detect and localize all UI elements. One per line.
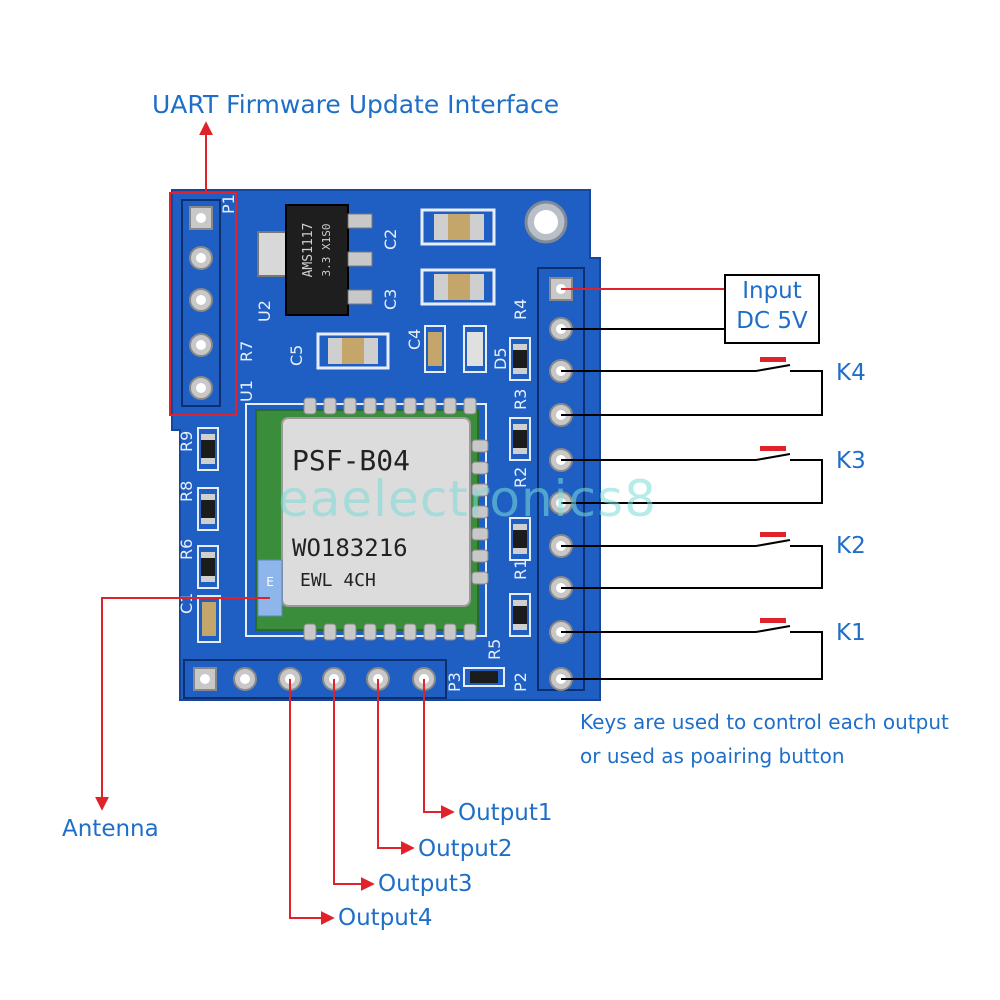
silk-p3: P3 bbox=[445, 672, 464, 692]
key-switch-wire bbox=[561, 618, 823, 680]
module-pad bbox=[303, 623, 317, 641]
resistor bbox=[509, 417, 531, 461]
module-pad bbox=[323, 623, 337, 641]
module-pad bbox=[463, 623, 477, 641]
module-pad bbox=[343, 623, 357, 641]
module-pad bbox=[423, 397, 437, 415]
silk-p2: P2 bbox=[511, 672, 530, 692]
antenna-arrow bbox=[95, 597, 270, 811]
resistor bbox=[197, 487, 219, 531]
input-voltage-label: DC 5V bbox=[736, 308, 808, 334]
resistor bbox=[509, 517, 531, 561]
module-pad bbox=[471, 505, 489, 519]
uart-highlight-box bbox=[169, 192, 237, 416]
output2-label: Output2 bbox=[418, 836, 513, 862]
silk-r8: R8 bbox=[177, 481, 196, 502]
resistor bbox=[509, 337, 531, 381]
module-pad bbox=[363, 397, 377, 415]
module-pad bbox=[471, 483, 489, 497]
key-k4-label: K4 bbox=[836, 360, 866, 386]
key-switch-icon bbox=[760, 446, 786, 451]
key-k3-label: K3 bbox=[836, 448, 866, 474]
silk-c4: C4 bbox=[405, 329, 424, 350]
module-pad bbox=[471, 571, 489, 585]
output4-label: Output4 bbox=[338, 905, 433, 931]
capacitor-c5 bbox=[316, 332, 390, 370]
uart-interface-label: UART Firmware Update Interface bbox=[152, 90, 560, 119]
module-pad bbox=[423, 623, 437, 641]
input-dc-box: Input DC 5V bbox=[724, 274, 820, 344]
key-switch-wire bbox=[561, 446, 823, 504]
silk-d5: D5 bbox=[491, 348, 510, 371]
silk-u2: U2 bbox=[255, 300, 274, 322]
key-switch-icon bbox=[760, 618, 786, 623]
resistor-r5 bbox=[463, 667, 505, 687]
capacitor-c2 bbox=[420, 208, 496, 246]
module-label-3: EWL 4CH bbox=[300, 570, 376, 591]
module-pad bbox=[443, 623, 457, 641]
wireless-module-u1: E PSF-B04 WO183216 EWL 4CH bbox=[245, 403, 487, 637]
silk-r1: R1 bbox=[511, 559, 530, 580]
silk-p1: P1 bbox=[219, 194, 238, 214]
silk-c1: C1 bbox=[177, 593, 196, 614]
key-switch-wire bbox=[561, 357, 823, 416]
module-pad bbox=[383, 397, 397, 415]
p1-header bbox=[181, 199, 221, 407]
module-pad bbox=[363, 623, 377, 641]
module-pad bbox=[323, 397, 337, 415]
module-pad bbox=[403, 623, 417, 641]
module-pad bbox=[303, 397, 317, 415]
module-pad bbox=[471, 439, 489, 453]
silk-r3: R3 bbox=[511, 389, 530, 410]
watermark: eaelectronics8 bbox=[278, 470, 657, 528]
regulator-label-1: AMS1117 bbox=[301, 223, 316, 278]
module-label-1: PSF-B04 bbox=[292, 444, 410, 477]
module-pad bbox=[383, 623, 397, 641]
p3-pin bbox=[233, 667, 257, 691]
regulator-label-2: 3.3 X1S0 bbox=[320, 224, 333, 277]
module-pad bbox=[471, 527, 489, 541]
keys-note-line-2: or used as poairing button bbox=[580, 744, 845, 768]
silk-r5: R5 bbox=[485, 639, 504, 660]
diode-d5 bbox=[463, 325, 487, 373]
silk-u1: U1 bbox=[237, 380, 256, 402]
module-label-2: WO183216 bbox=[292, 534, 408, 562]
silk-r6: R6 bbox=[177, 539, 196, 560]
silk-r9: R9 bbox=[177, 431, 196, 452]
silk-r2: R2 bbox=[511, 467, 530, 488]
resistor bbox=[509, 593, 531, 637]
capacitor-c3 bbox=[420, 268, 496, 306]
key-switch-icon bbox=[760, 357, 786, 362]
module-pad bbox=[471, 549, 489, 563]
silk-c2: C2 bbox=[381, 229, 400, 250]
key-switch-wire bbox=[561, 532, 823, 589]
module-pad bbox=[463, 397, 477, 415]
input-label: Input bbox=[742, 278, 802, 304]
silk-c5: C5 bbox=[287, 345, 306, 366]
p3-header bbox=[183, 659, 447, 699]
output1-label: Output1 bbox=[458, 800, 553, 826]
keys-note-line-1: Keys are used to control each output bbox=[580, 710, 949, 734]
capacitor-c4 bbox=[424, 325, 446, 373]
key-switch-icon bbox=[760, 532, 786, 537]
module-pad bbox=[471, 461, 489, 475]
key-k2-label: K2 bbox=[836, 533, 866, 559]
output3-label: Output3 bbox=[378, 871, 473, 897]
antenna-label: Antenna bbox=[62, 816, 159, 842]
module-pad bbox=[403, 397, 417, 415]
capacitor-c1 bbox=[197, 595, 221, 643]
silk-c3: C3 bbox=[381, 289, 400, 310]
resistor bbox=[197, 427, 219, 471]
output-wires bbox=[289, 679, 455, 925]
module-pad bbox=[343, 397, 357, 415]
module-pad bbox=[443, 397, 457, 415]
silk-r4: R4 bbox=[511, 299, 530, 320]
key-k1-label: K1 bbox=[836, 620, 866, 646]
antenna-mark: E bbox=[266, 575, 274, 589]
resistor bbox=[197, 545, 219, 589]
silk-r7: R7 bbox=[237, 341, 256, 362]
regulator-u2: AMS1117 3.3 X1S0 bbox=[257, 204, 373, 316]
